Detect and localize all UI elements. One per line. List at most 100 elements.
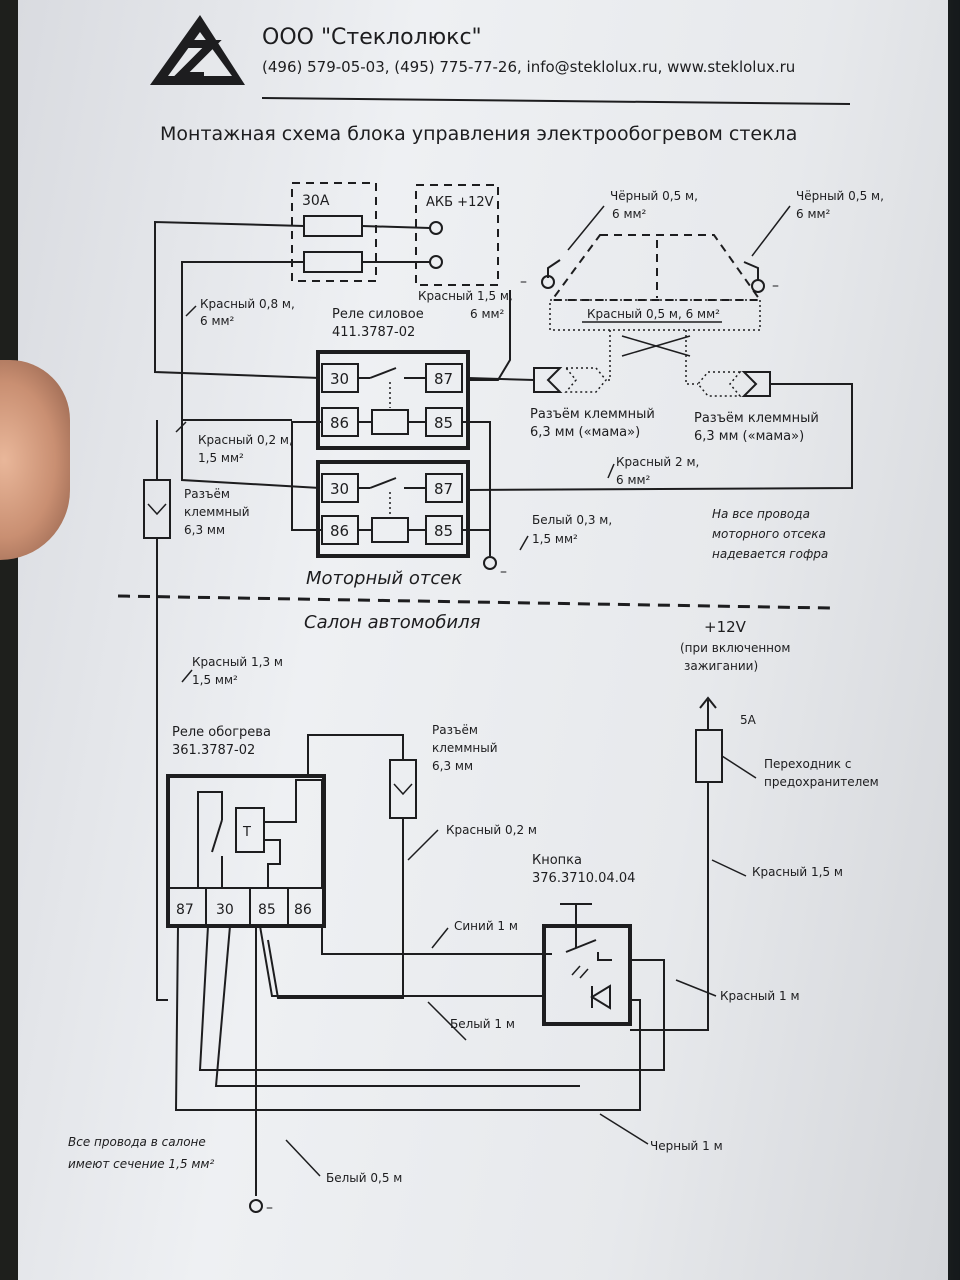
svg-text:клеммный: клеммный	[432, 741, 498, 755]
wire-label-black-right-a: Чёрный 0,5 м,	[796, 189, 884, 203]
battery-terminal-upper	[429, 221, 443, 235]
svg-text:Разъём: Разъём	[432, 723, 478, 737]
power-relay-lower: 30 87 86 85	[316, 460, 470, 558]
svg-text:–: –	[772, 278, 779, 294]
left-terminal-label-1: Разъём клеммный	[530, 407, 655, 422]
heater-button-symbol	[542, 903, 632, 1026]
fuse-box-frame	[291, 182, 377, 282]
engine-note-1: На все провода	[712, 507, 810, 521]
ignition-note-2: зажигании)	[684, 659, 758, 673]
terminal-male-left	[564, 367, 607, 393]
heater-relay-pin-4: 86	[294, 902, 312, 918]
heater-relay-box: 87 30 85 86 T	[166, 774, 326, 928]
wire-label-white03-a: Белый 0,3 м,	[532, 513, 612, 527]
wire-label-white05: Белый 0,5 м	[326, 1171, 402, 1185]
terminal-female-right	[741, 371, 771, 397]
section-cabin-label: Салон автомобиля	[304, 612, 481, 633]
side-connector-engine	[143, 479, 171, 539]
windshield-outline	[550, 234, 762, 301]
section-divider	[117, 594, 831, 610]
left-terminal-label-2: 6,3 мм («мама»)	[530, 425, 640, 440]
adapter-label-1: Переходник с	[764, 757, 851, 771]
terminal-female-left	[533, 367, 563, 393]
cabin-note-2: имеют сечение 1,5 мм²	[68, 1157, 214, 1171]
svg-text:87: 87	[434, 370, 453, 388]
engine-note-3: надевается гофра	[712, 547, 828, 561]
svg-text:Разъём: Разъём	[184, 487, 230, 501]
heater-relay-pin-1: 87	[176, 902, 194, 918]
wire-label-red15-a: Красный 1,5 м,	[418, 289, 513, 303]
heater-relay-pin-3: 85	[258, 902, 276, 918]
engine-note-2: моторного отсека	[712, 527, 826, 541]
power-relay-code: 411.3787-02	[332, 325, 415, 340]
right-terminal-label-1: Разъём клеммный	[694, 411, 819, 426]
svg-text:30: 30	[330, 480, 349, 498]
fuse-30a-lower	[303, 251, 363, 273]
svg-text:клеммный: клеммный	[184, 505, 250, 519]
ground-terminal-engine	[483, 556, 497, 570]
battery-frame	[415, 184, 499, 286]
svg-text:–: –	[266, 1200, 273, 1216]
ignition-note-1: (при включенном	[680, 641, 790, 655]
company-contacts: (496) 579-05-03, (495) 775-77-26, info@s…	[262, 58, 795, 76]
svg-text:–: –	[520, 274, 527, 290]
fuse-30a-upper	[303, 215, 363, 237]
heater-relay-pin-2: 30	[216, 902, 234, 918]
battery-terminal-lower	[429, 255, 443, 269]
svg-text:85: 85	[434, 522, 453, 540]
button-code: 376.3710.04.04	[532, 871, 635, 886]
heated-glass-busbar	[549, 299, 761, 331]
diagram-title: Монтажная схема блока управления электро…	[160, 123, 797, 145]
wire-label-white03-b: 1,5 мм²	[532, 532, 578, 546]
svg-text:86: 86	[330, 414, 349, 432]
company-logo-icon	[150, 15, 245, 85]
heater-relay-name: Реле обогрева	[172, 725, 271, 740]
wire-label-red13-b: 1,5 мм²	[192, 673, 238, 687]
svg-text:6,3 мм: 6,3 мм	[184, 523, 225, 537]
wire-label-red05: Красный 0,5 м, 6 мм²	[587, 307, 720, 321]
svg-text:86: 86	[330, 522, 349, 540]
svg-text:85: 85	[434, 414, 453, 432]
ground-terminal-glass-left	[541, 275, 555, 289]
wire-label-red1: Красный 1 м	[720, 989, 800, 1003]
wire-label-red15-b: 6 мм²	[470, 307, 505, 321]
instruction-sheet	[18, 0, 948, 1280]
wire-label-red15c: Красный 1,5 м	[752, 865, 843, 879]
svg-text:–: –	[500, 564, 507, 580]
power-relay-upper: 30 87 86 85	[316, 350, 470, 450]
wire-label-red02c: Красный 0,2 м	[446, 823, 537, 837]
wire-label-red02-a: Красный 0,2 м,	[198, 433, 293, 447]
wire-label-red08-a: Красный 0,8 м,	[200, 297, 295, 311]
company-name: ООО "Стеклолюкс"	[262, 25, 482, 50]
svg-text:30: 30	[330, 370, 349, 388]
wire-label-blue1: Синий 1 м	[454, 919, 518, 933]
wire-label-red02-b: 1,5 мм²	[198, 451, 244, 465]
wire-label-white1: Белый 1 м	[450, 1017, 515, 1031]
svg-text:6,3 мм: 6,3 мм	[432, 759, 473, 773]
fuse-5a-label: 5А	[740, 713, 757, 727]
power-relay-name: Реле силовое	[332, 307, 424, 322]
terminal-male-right	[697, 371, 742, 397]
fuse-box-label: 30А	[302, 193, 330, 209]
wire-label-red13-a: Красный 1,3 м	[192, 655, 283, 669]
button-name: Кнопка	[532, 853, 582, 868]
cabin-note-1: Все провода в салоне	[68, 1135, 206, 1149]
section-engine-label: Моторный отсек	[306, 568, 462, 589]
svg-text:T: T	[242, 825, 251, 840]
wire-label-black-left-b: 6 мм²	[612, 207, 647, 221]
wire-label-black-left-a: Чёрный 0,5 м,	[610, 189, 698, 203]
svg-text:87: 87	[434, 480, 453, 498]
wire-label-red2-a: Красный 2 м,	[616, 455, 699, 469]
ground-terminal-glass-right	[751, 279, 765, 293]
ignition-voltage: +12V	[704, 618, 747, 636]
heater-relay-code: 361.3787-02	[172, 743, 255, 758]
header-rule	[261, 97, 851, 105]
adapter-label-2: предохранителем	[764, 775, 879, 789]
cabin-connector	[389, 759, 417, 819]
right-terminal-label-2: 6,3 мм («мама»)	[694, 429, 804, 444]
ground-terminal-cabin	[249, 1199, 263, 1213]
wire-label-red2-b: 6 мм²	[616, 473, 651, 487]
wire-label-black-right-b: 6 мм²	[796, 207, 831, 221]
